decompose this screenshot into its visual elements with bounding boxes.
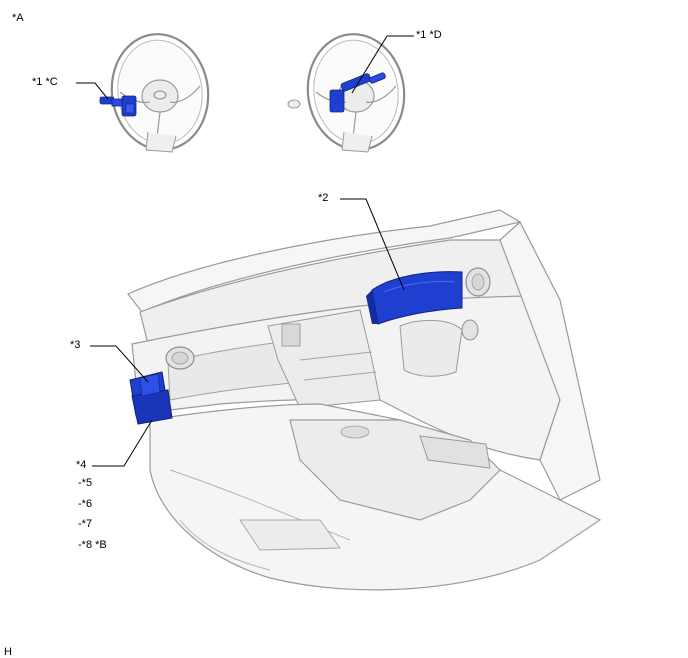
leader-lines: [76, 35, 414, 467]
item-6-label: -*6: [78, 498, 93, 510]
combination-switch-right-label: *1 *D: [416, 29, 442, 41]
view-a-label: *A: [12, 12, 24, 24]
item-7-label: -*7: [78, 518, 93, 530]
ecu-label: *3: [70, 339, 81, 351]
item-8-label: -*8 *B: [78, 539, 107, 551]
steering-wheel-left: [110, 33, 210, 153]
steering-wheel-right: [287, 33, 406, 153]
item-5-label: -*5: [78, 477, 93, 489]
combination-switch-left: [99, 95, 137, 117]
combination-switch-left-label: *1 *C: [32, 76, 58, 88]
footer-code: H: [4, 646, 12, 658]
vehicle-interior: [127, 209, 602, 591]
combination-meter: [366, 271, 463, 325]
item-4-label: *4: [76, 459, 87, 471]
meter-label: *2: [318, 192, 329, 204]
combination-switch-right: [329, 72, 386, 113]
ecu-component: [129, 371, 173, 425]
